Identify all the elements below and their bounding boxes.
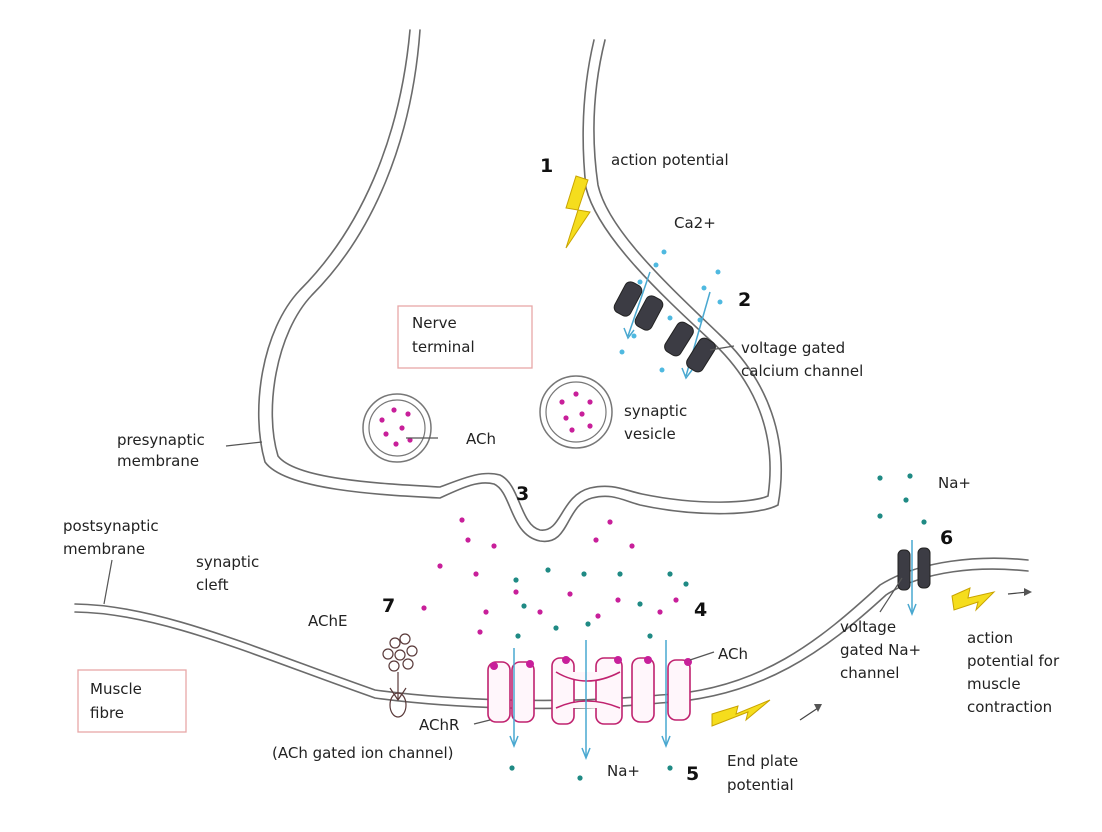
synaptic-cleft-label-2: cleft (196, 576, 229, 594)
released-acetylcholine (421, 517, 679, 635)
muscle-action-potential-label-1: action (967, 629, 1013, 647)
synaptic-vesicle-right (539, 375, 613, 449)
achr-description-label: (ACh gated ion channel) (272, 744, 454, 762)
sodium-channel-arrow (907, 540, 917, 617)
end-plate-potential-label-1: End plate (727, 752, 798, 770)
step-4-number: 4 (694, 599, 707, 621)
synaptic-vesicle-label-2: vesicle (624, 425, 676, 443)
muscle-fibre-label-1: Muscle (90, 680, 142, 698)
muscle-action-potential-label-4: contraction (967, 698, 1052, 716)
muscle-fibre-label-2: fibre (90, 704, 124, 722)
voltage-na-channel-label-2: gated Na+ (840, 641, 921, 659)
nerve-terminal-label-2: terminal (412, 338, 475, 356)
achr-label: AChR (419, 716, 459, 734)
synaptic-vesicle-left (362, 393, 432, 463)
voltage-gated-calcium-channel (613, 281, 716, 373)
step-7-number: 7 (382, 595, 395, 617)
ach-vesicle-label: ACh (466, 430, 496, 448)
ach-receptor-channels (487, 656, 692, 725)
calcium-ions (619, 249, 723, 373)
acetylcholinesterase-icon (382, 633, 418, 718)
calcium-label: Ca2+ (674, 214, 716, 232)
step-3-number: 3 (516, 483, 529, 505)
voltage-ca-leader (709, 345, 735, 351)
sodium-top-label: Na+ (938, 474, 971, 492)
presynaptic-leader (225, 441, 263, 447)
postsynaptic-membrane-label-2: membrane (63, 540, 145, 558)
action-potential-label: action potential (611, 151, 729, 169)
sodium-ions-cleft (513, 567, 689, 639)
postsynaptic-leader (103, 559, 113, 605)
muscle-action-potential-lightning-icon (951, 587, 996, 612)
step-6-number: 6 (940, 527, 953, 549)
voltage-ca-channel-label-1: voltage gated (741, 339, 845, 357)
step-1-number: 1 (540, 155, 553, 177)
synaptic-vesicle-label-1: synaptic (624, 402, 687, 420)
sodium-ions-muscle (509, 765, 673, 781)
muscle-action-potential-label-2: potential for (967, 652, 1060, 670)
sodium-channel-leader (879, 577, 903, 613)
voltage-ca-channel-label-2: calcium channel (741, 362, 863, 380)
sodium-influx-arrows (509, 640, 671, 761)
sodium-ions-top (877, 473, 927, 525)
ache-label: AChE (308, 612, 347, 630)
synaptic-cleft-label-1: synaptic (196, 553, 259, 571)
voltage-na-channel-label-3: channel (840, 664, 899, 682)
nerve-terminal-box (397, 305, 533, 369)
presynaptic-membrane-outer (257, 29, 782, 542)
presynaptic-membrane-inner (271, 29, 771, 531)
nerve-terminal-label-1: Nerve (412, 314, 457, 332)
sodium-bottom-label: Na+ (607, 762, 640, 780)
postsynaptic-membrane-label-1: postsynaptic (63, 517, 159, 535)
muscle-fibre-box (77, 669, 187, 733)
presynaptic-membrane-label-2: membrane (117, 452, 199, 470)
muscle-action-potential-label-3: muscle (967, 675, 1021, 693)
step-2-number: 2 (738, 289, 751, 311)
end-plate-lightning-icon (711, 699, 771, 727)
ach-receptor-leader (689, 651, 715, 661)
presynaptic-membrane-label-1: presynaptic (117, 431, 205, 449)
voltage-na-channel-label-1: voltage (840, 618, 896, 636)
lightning-icon (565, 175, 591, 249)
achr-leader (473, 719, 491, 725)
propagation-arrows (799, 588, 1032, 721)
end-plate-potential-label-2: potential (727, 776, 794, 794)
step-5-number: 5 (686, 763, 699, 785)
ach-receptor-binding-label: ACh (718, 645, 748, 663)
